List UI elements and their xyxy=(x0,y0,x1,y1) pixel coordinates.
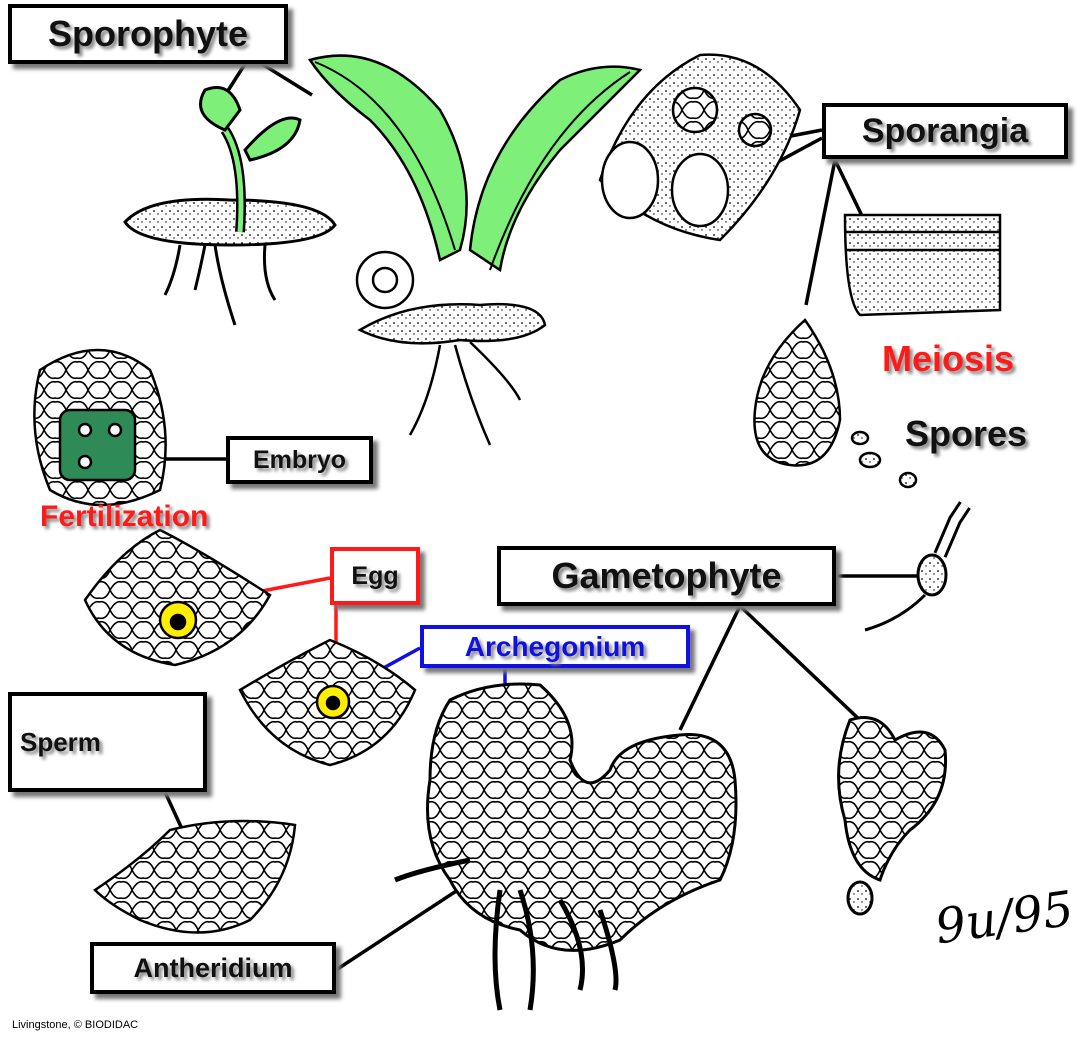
label-embryo: Embryo xyxy=(226,436,373,484)
label-sporophyte: Sporophyte xyxy=(8,4,288,64)
label-sporangia: Sporangia xyxy=(822,103,1068,159)
sporangium xyxy=(753,318,918,489)
label-sperm: Sperm xyxy=(8,692,207,792)
label-antheridium: Antheridium xyxy=(90,942,336,994)
embryo-illustration xyxy=(33,348,167,507)
mature-fern xyxy=(308,54,643,446)
archegonium-egg-1 xyxy=(83,528,272,667)
label-fertilization: Fertilization xyxy=(40,500,209,533)
archegonium-egg-2 xyxy=(238,638,417,767)
young-gametophyte xyxy=(837,716,948,916)
label-spores: Spores xyxy=(905,413,1028,454)
label-archegonium: Archegonium xyxy=(420,625,690,668)
credit-text: Livingstone, © BIODIDAC xyxy=(12,1019,139,1031)
label-meiosis: Meiosis xyxy=(882,338,1015,379)
young-sporophyte xyxy=(123,86,337,326)
sporangia-leaf xyxy=(598,53,1002,317)
gametophyte-illustration xyxy=(394,682,738,1011)
label-egg: Egg xyxy=(330,547,420,605)
label-gametophyte: Gametophyte xyxy=(497,546,836,606)
germinating-spore xyxy=(864,501,971,632)
